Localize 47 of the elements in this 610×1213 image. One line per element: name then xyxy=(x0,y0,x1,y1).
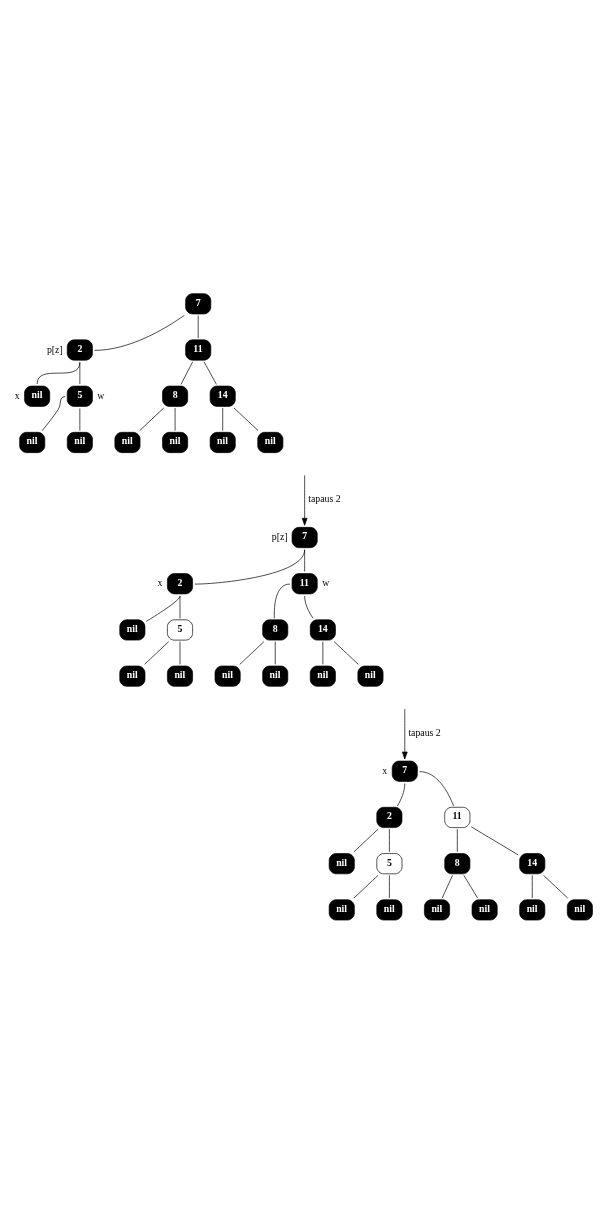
connector xyxy=(333,641,359,665)
connector xyxy=(174,407,176,431)
arrow xyxy=(402,708,408,760)
node-label: x xyxy=(157,577,163,589)
connector xyxy=(203,361,217,385)
node-label: w xyxy=(97,389,105,401)
node-label: p[z] xyxy=(46,343,63,355)
connector xyxy=(441,875,453,899)
connector xyxy=(139,407,165,431)
node-label: w xyxy=(322,577,330,589)
connector xyxy=(144,641,170,665)
connector xyxy=(179,641,181,665)
connector xyxy=(179,595,181,619)
connector xyxy=(194,549,305,585)
connector xyxy=(197,315,199,339)
connector xyxy=(222,407,224,431)
connector xyxy=(463,875,478,899)
connector xyxy=(397,783,406,807)
connector xyxy=(353,875,379,899)
connector xyxy=(146,595,181,622)
connector xyxy=(41,396,66,432)
connector xyxy=(389,875,390,899)
connector xyxy=(456,828,458,853)
connector xyxy=(543,875,568,899)
connector xyxy=(471,826,519,856)
connector xyxy=(531,875,533,899)
connector xyxy=(239,641,265,665)
connector xyxy=(94,315,185,351)
connector xyxy=(304,549,305,572)
connector xyxy=(36,361,81,385)
connector xyxy=(180,361,194,385)
arrow xyxy=(301,474,308,526)
connector xyxy=(233,407,259,431)
connector xyxy=(353,828,379,853)
edge-label: tapaus 2 xyxy=(308,492,341,504)
connector xyxy=(419,771,454,807)
node-label: x xyxy=(14,389,20,401)
connector xyxy=(79,408,81,431)
connector xyxy=(322,641,324,665)
node-label: p[z] xyxy=(271,531,288,543)
connector xyxy=(273,583,291,619)
edge-label: tapaus 2 xyxy=(408,726,441,738)
connector xyxy=(79,361,81,385)
connector xyxy=(274,641,276,665)
connector xyxy=(304,595,314,619)
node-label: x xyxy=(382,764,388,776)
connector xyxy=(389,828,390,853)
